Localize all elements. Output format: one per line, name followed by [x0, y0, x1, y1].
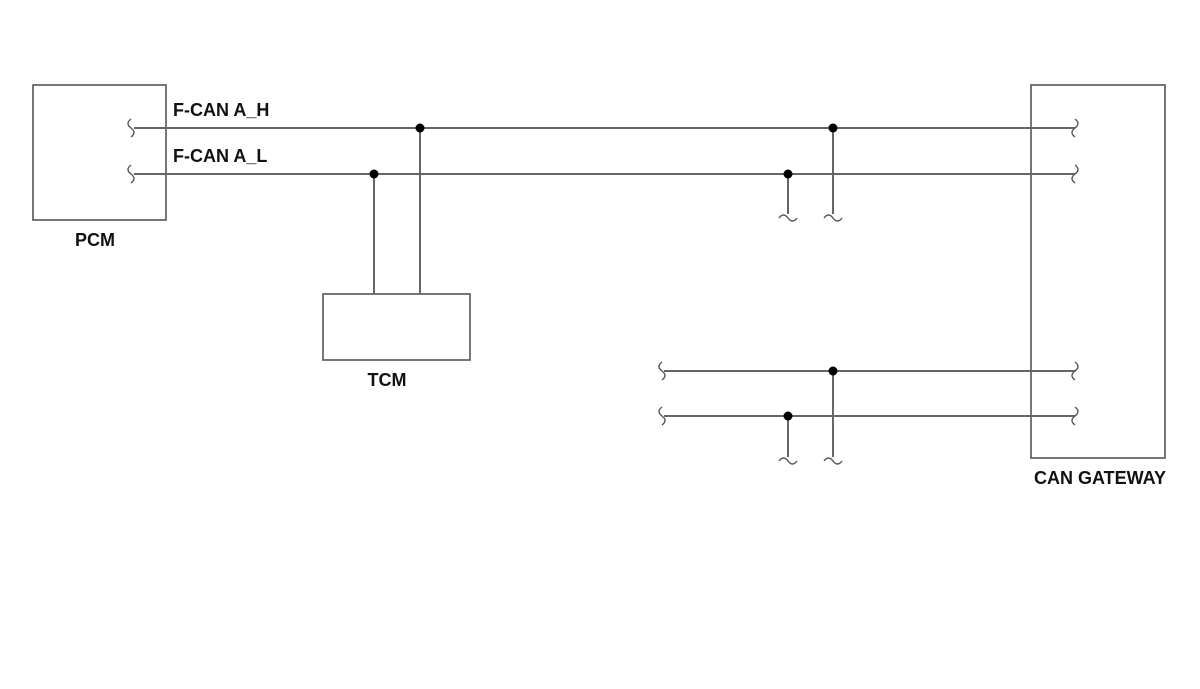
wire-break-mark: [127, 164, 135, 184]
wire-break-mark: [1071, 406, 1079, 426]
splice-node: [828, 366, 838, 376]
wire-break-mark: [1071, 118, 1079, 138]
wire-break-mark: [823, 214, 843, 222]
pcm-module-box: [32, 84, 167, 221]
wire-break-mark: [778, 457, 798, 465]
can-gateway-label: CAN GATEWAY: [1034, 468, 1166, 488]
splice-node: [415, 123, 425, 133]
wire-break-mark: [1071, 164, 1079, 184]
tcm-label: TCM: [368, 370, 407, 390]
wire-break-mark: [658, 361, 666, 381]
wire-break-mark: [823, 457, 843, 465]
splice-node: [828, 123, 838, 133]
wire-break-mark: [658, 406, 666, 426]
f-can-a-l-label: F-CAN A_L: [173, 146, 267, 166]
wire-break-mark: [127, 118, 135, 138]
wire-break-mark: [778, 214, 798, 222]
pcm-label: PCM: [75, 230, 115, 250]
can-gateway-module-box: [1030, 84, 1166, 459]
wire-break-mark: [1071, 361, 1079, 381]
f-can-a-h-label: F-CAN A_H: [173, 100, 269, 120]
tcm-module-box: [322, 293, 471, 361]
splice-node: [369, 169, 379, 179]
splice-node: [783, 169, 793, 179]
splice-node: [783, 411, 793, 421]
